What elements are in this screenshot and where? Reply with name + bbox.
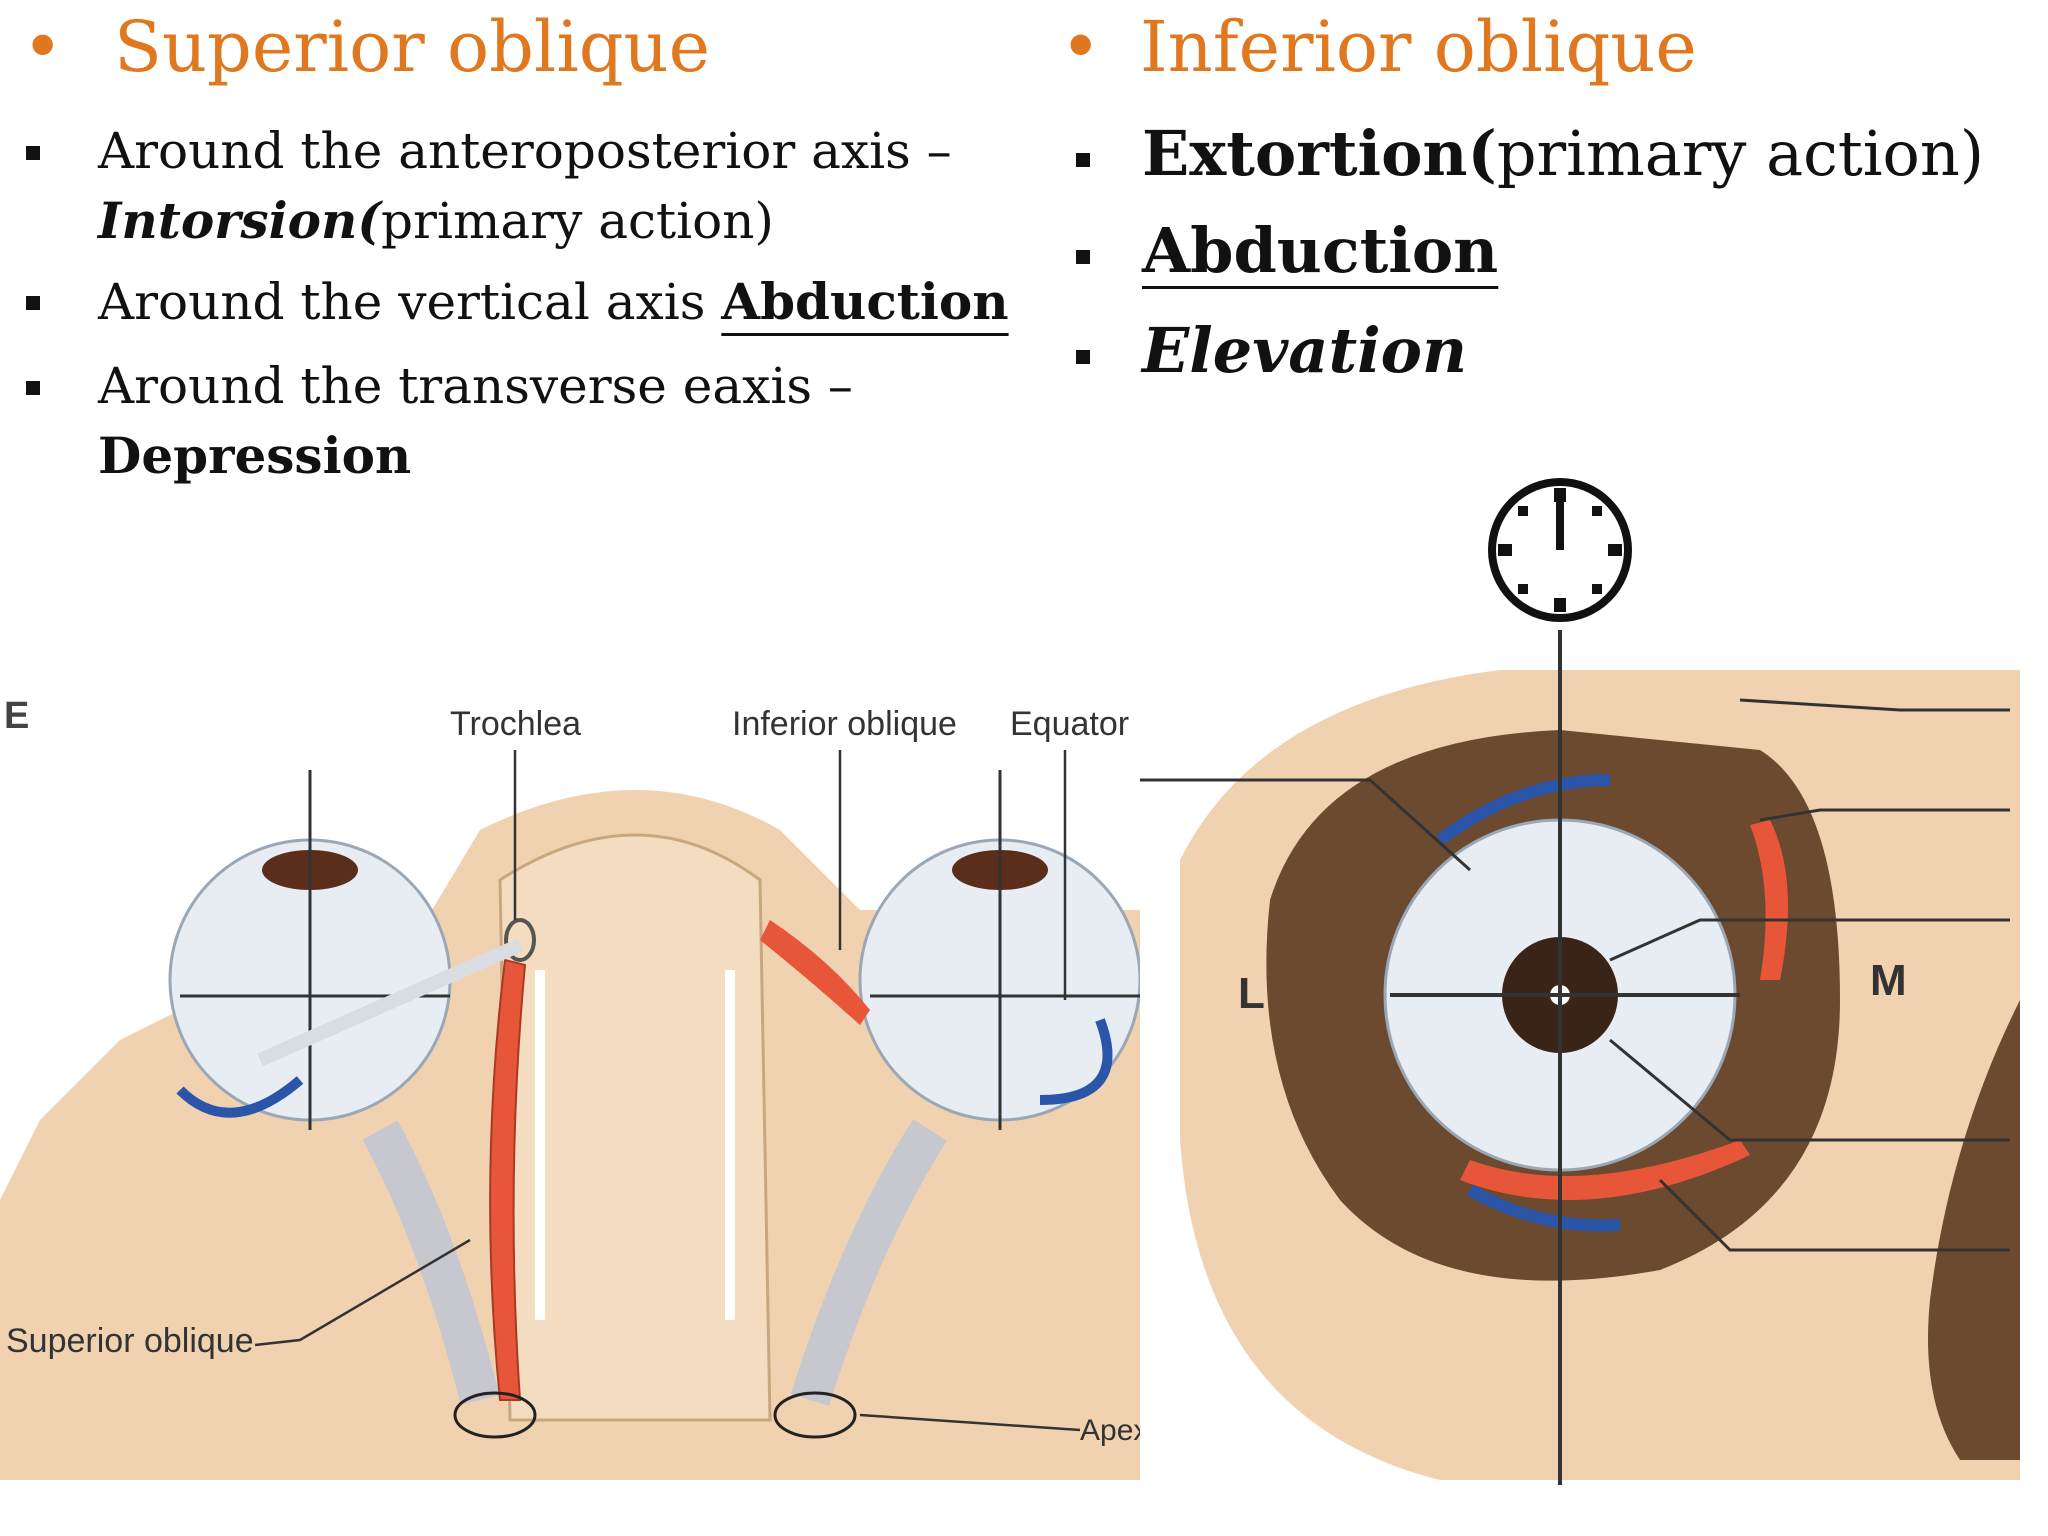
left-rotation-arrow bbox=[176, 1076, 304, 1118]
bullet-square bbox=[1076, 350, 1090, 364]
bullet-line: Around the anteroposterior axis – bbox=[98, 122, 952, 180]
inferior-oblique-muscle bbox=[1460, 1140, 1750, 1200]
inferior-oblique-heading: • Inferior oblique bbox=[1060, 6, 1697, 88]
inferior-oblique-figure: L M bbox=[1140, 440, 2020, 1500]
heading-bullet: • bbox=[1060, 6, 1102, 88]
bullet-item-abduction: Abduction bbox=[1142, 216, 2042, 285]
bullet-item-abduction: Around the vertical axis Abduction bbox=[98, 267, 1058, 337]
right-annulus bbox=[773, 1391, 857, 1439]
inferior-oblique-label: Inferior oblique bbox=[732, 705, 957, 743]
bullet-item-elevation: Elevation bbox=[1142, 316, 2042, 385]
trochlea-label: Trochlea bbox=[450, 705, 581, 743]
bullet-emphasis: Depression bbox=[98, 426, 412, 485]
bullet-prefix: Around the vertical axis bbox=[98, 273, 722, 331]
bullet-rest: primary action) bbox=[1496, 117, 1985, 190]
apex-label: Apex bbox=[1080, 1414, 1140, 1447]
superior-oblique-label: Superior oblique bbox=[6, 1322, 254, 1360]
upper-rotation-arrow bbox=[1436, 774, 1611, 845]
left-optic-nerve bbox=[362, 1120, 500, 1405]
equator-label: Equator bbox=[1010, 705, 1129, 743]
medial-letter: M bbox=[1870, 956, 1907, 1005]
nasal-septum bbox=[498, 833, 772, 1422]
reflected-tendon bbox=[257, 938, 523, 1067]
bullet-square bbox=[26, 296, 40, 310]
bullet-item-intorsion: Around the anteroposterior axis – Intors… bbox=[98, 117, 1058, 256]
bullet-line: Around the transverse eaxis – bbox=[98, 357, 853, 415]
ethmoid-cells bbox=[535, 970, 735, 1320]
inferior-oblique-muscle bbox=[760, 920, 870, 1025]
lower-rotation-arrow bbox=[1467, 1184, 1621, 1232]
lateral-letter: L bbox=[1238, 969, 1265, 1018]
bullet-item-extortion: Extortion(primary action) bbox=[1142, 119, 2042, 188]
right-optic-nerve bbox=[790, 1119, 947, 1406]
nasal-shadow bbox=[1928, 1000, 2020, 1460]
right-eyeball bbox=[858, 770, 1140, 1130]
bullet-square bbox=[1076, 250, 1090, 264]
bullet-square bbox=[26, 146, 40, 160]
bullet-item-depression: Around the transverse eaxis – Depression bbox=[98, 352, 1058, 490]
bullet-emphasis: Extortion( bbox=[1142, 117, 1497, 190]
superior-oblique-muscle bbox=[489, 958, 527, 1401]
heading-text: Superior oblique bbox=[114, 6, 711, 88]
clock-icon bbox=[1488, 478, 1632, 622]
bullet-square bbox=[1076, 153, 1090, 167]
bullet-emphasis: Elevation bbox=[1142, 314, 1468, 387]
corner-letter: E bbox=[4, 695, 29, 737]
bullet-emphasis: Abduction bbox=[1142, 214, 1499, 287]
bullet-emphasis: Abduction bbox=[721, 272, 1009, 331]
right-rotation-arrow bbox=[1039, 1018, 1113, 1105]
left-annulus bbox=[453, 1391, 537, 1439]
leader-lines bbox=[254, 750, 1081, 1432]
bullet-rest: primary action) bbox=[381, 192, 774, 250]
superior-oblique-heading: • Superior oblique bbox=[22, 6, 710, 88]
leader-lines bbox=[1140, 698, 2010, 1252]
trochlea bbox=[504, 918, 536, 962]
bullet-square bbox=[26, 381, 40, 395]
heading-bullet: • bbox=[22, 6, 64, 88]
bullet-emphasis: Intorsion( bbox=[98, 191, 382, 250]
superior-oblique-tendon bbox=[1750, 820, 1788, 980]
superior-oblique-figure: E Trochlea Inferior oblique Equator Supe… bbox=[0, 680, 1140, 1480]
heading-text: Inferior oblique bbox=[1140, 6, 1697, 88]
